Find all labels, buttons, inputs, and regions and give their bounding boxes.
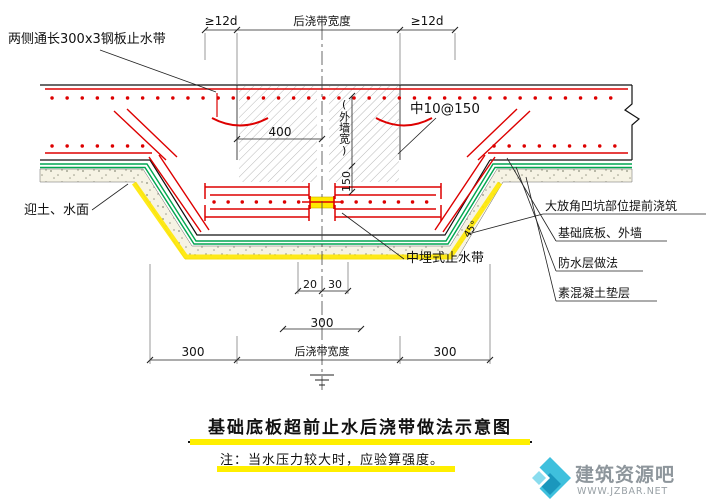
rebar-spec-label: 中10@150 bbox=[410, 101, 480, 117]
watermark-site-url: WWW.JZBAR.NET bbox=[577, 486, 669, 497]
plain-concrete-cushion bbox=[39, 168, 633, 260]
wall-width-label: (外墙宽) bbox=[337, 98, 351, 157]
steel-plate-right bbox=[375, 117, 433, 127]
cushion-highlight bbox=[131, 181, 503, 260]
break-symbol bbox=[623, 85, 641, 160]
datum-symbol bbox=[310, 374, 334, 386]
dim-12d-left: ≥12d bbox=[204, 14, 238, 28]
slope-bars-right bbox=[434, 154, 496, 233]
steel-plate-waterstop-label: 两侧通长300x3钢板止水带 bbox=[8, 32, 166, 47]
watermark: 建筑资源吧 WWW.JZBAR.NET bbox=[528, 455, 708, 504]
callout-pit-precast: 大放角凹坑部位提前浇筑 bbox=[545, 199, 678, 213]
strip-width-top-label: 后浇带宽度 bbox=[293, 14, 351, 28]
drawing-note: 注：当水压力较大时，应验算强度。 bbox=[220, 453, 445, 468]
watermark-logo-icon bbox=[528, 457, 571, 499]
strip-width-bottom-label: 后浇带宽度 bbox=[294, 345, 350, 358]
callout-waterproof-layer: 防水层做法 bbox=[558, 256, 619, 270]
callout-slab-wall: 基础底板、外墙 bbox=[558, 226, 643, 240]
post-cast-strip-hatch bbox=[236, 85, 401, 182]
dim-400: 400 bbox=[268, 125, 292, 139]
bent-bars-left bbox=[113, 108, 178, 161]
waterproofing-layer bbox=[40, 163, 632, 245]
embedded-waterstop-label: 中埋式止水带 bbox=[406, 251, 485, 266]
dim-300-bottom-left: 300 bbox=[181, 345, 205, 359]
pit-bottom-bars bbox=[204, 183, 442, 221]
facing-soil-water-label: 迎土、水面 bbox=[24, 203, 90, 218]
watermark-site-name: 建筑资源吧 bbox=[575, 464, 676, 486]
leader-lines bbox=[91, 49, 706, 302]
dim-30: 30 bbox=[328, 278, 342, 291]
dim-20: 20 bbox=[303, 278, 317, 291]
rebar-steel bbox=[45, 88, 628, 233]
dim-300-center: 300 bbox=[310, 316, 334, 330]
title-highlight bbox=[190, 439, 530, 445]
steel-plate-left bbox=[211, 117, 269, 127]
slope-bars-left bbox=[148, 154, 210, 233]
dim-12d-right: ≥12d bbox=[410, 14, 444, 28]
dim-300-bottom-right: 300 bbox=[433, 345, 457, 359]
callout-plain-concrete: 素混凝土垫层 bbox=[558, 286, 631, 300]
bent-bars-right bbox=[466, 108, 531, 161]
dim-150: 150 bbox=[340, 171, 353, 192]
note-highlight bbox=[217, 466, 455, 472]
dimension-lines bbox=[146, 26, 494, 386]
